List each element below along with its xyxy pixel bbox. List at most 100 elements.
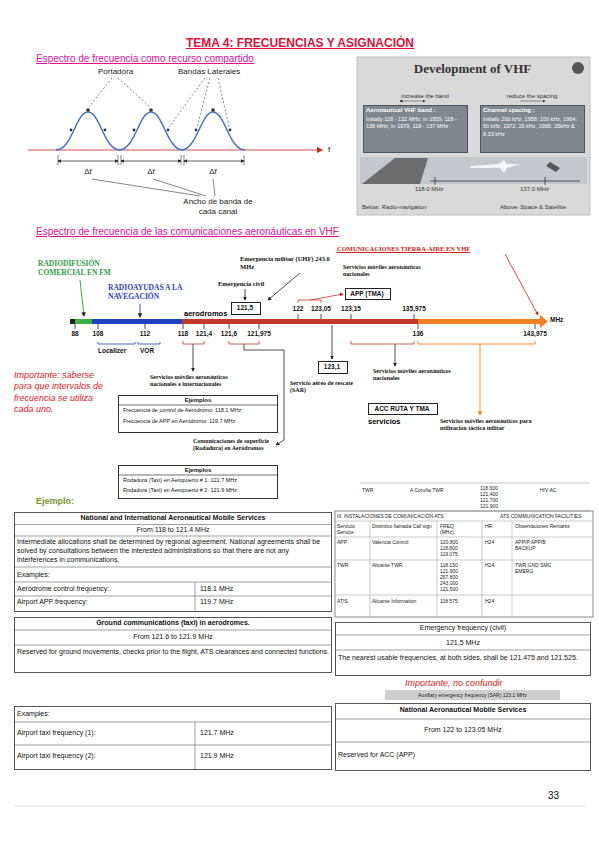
note-label: aerodromos bbox=[184, 309, 229, 318]
column-line bbox=[195, 722, 196, 770]
box-text: Rodadura (Taxi) en Aeropuerto # 1: 121.7… bbox=[123, 477, 275, 484]
table-cell: Alicante Information bbox=[372, 598, 432, 604]
box-text: From 122 to 123.05 MHz bbox=[337, 726, 589, 735]
table-cell: TWR GND SMC EMERG bbox=[515, 562, 555, 574]
box-text: Airport APP frequency: bbox=[17, 598, 187, 607]
tick bbox=[418, 324, 419, 329]
table-box: Emergency frequency (civil)121.5 MHzThe … bbox=[335, 622, 591, 676]
delta-f-arrow bbox=[58, 161, 118, 162]
box-heading: National Aeronautical Mobile Services bbox=[337, 706, 589, 714]
leader-line bbox=[213, 179, 215, 196]
callout-label: Servicios móviles aeronáuticos nacionale… bbox=[343, 264, 423, 278]
table-cell: H24 bbox=[485, 539, 505, 545]
tick bbox=[229, 324, 230, 329]
tick bbox=[535, 324, 536, 329]
frequency-box: 123,1 bbox=[318, 361, 348, 374]
row-line bbox=[335, 521, 593, 522]
frequency-label: Localizer bbox=[98, 347, 132, 355]
table-box: National Aeronautical Mobile ServicesFro… bbox=[335, 703, 591, 771]
panel-caption: reduce the spacing bbox=[492, 93, 572, 100]
table-box: National and International Aeronautical … bbox=[14, 512, 332, 612]
box-text: Examples: bbox=[17, 571, 217, 580]
grey-bar bbox=[385, 690, 560, 700]
channel-curve bbox=[119, 112, 183, 150]
frequency-label: 143,975 bbox=[520, 330, 550, 338]
important-note: Importante, no confundir bbox=[405, 678, 555, 689]
emergency-arrow bbox=[245, 289, 246, 300]
leader-line bbox=[197, 78, 210, 127]
satellite-icon bbox=[546, 162, 560, 172]
band-arrow bbox=[140, 304, 141, 317]
row-line bbox=[118, 475, 278, 476]
sideband-dot bbox=[70, 129, 73, 132]
figure-label: Δf bbox=[141, 167, 161, 177]
tick bbox=[545, 177, 546, 185]
box-text: Frecuencia de APP en Aeródromo: 119.7 MH… bbox=[123, 418, 275, 425]
band-arrow bbox=[80, 280, 84, 316]
leader-line bbox=[153, 179, 206, 196]
service-box: ACC RUTA Y TMA bbox=[368, 403, 438, 415]
frequency-label: 121,4 bbox=[193, 330, 215, 338]
panel-caption: 118.0 MHz bbox=[415, 186, 455, 193]
emergency-arrow bbox=[268, 273, 300, 300]
frequency-label: 121,975 bbox=[244, 330, 274, 338]
figure-label: Portadora bbox=[98, 67, 148, 77]
table-cell: Distintivo llamada Call sign bbox=[372, 523, 432, 529]
box-text: Airport taxi frequency (1): bbox=[17, 729, 187, 738]
box-heading: 121,5 bbox=[232, 304, 258, 312]
range-arrow bbox=[193, 344, 194, 371]
note-label: servicios bbox=[368, 417, 408, 426]
frequency-label: VOR bbox=[140, 347, 160, 355]
tick bbox=[435, 177, 436, 185]
tick bbox=[321, 314, 322, 319]
service-box: APP (TMA) bbox=[345, 288, 391, 300]
box-text: Reserved for ground movements, checks pr… bbox=[17, 648, 329, 657]
box-heading: Examples: bbox=[17, 710, 217, 719]
box-heading: Emergency frequency (civil) bbox=[337, 624, 589, 633]
callout-label: Servicios móviles aeronáuticos para util… bbox=[440, 418, 550, 432]
sideband-dot bbox=[104, 129, 107, 132]
vhf-panel: Development of VHF Aeronautical VHF band … bbox=[357, 57, 590, 215]
box-heading: Channel spacing : bbox=[483, 107, 583, 114]
column-line bbox=[195, 582, 196, 612]
aip-table-frame bbox=[335, 511, 593, 617]
carrier-dot bbox=[211, 108, 215, 112]
sideband-dot bbox=[167, 129, 170, 132]
tick bbox=[414, 314, 415, 319]
row-line bbox=[14, 582, 332, 583]
leader-line bbox=[118, 78, 150, 107]
row-line bbox=[335, 719, 591, 720]
important-note: Importante: saberse para que intervalos … bbox=[14, 370, 112, 415]
page-title: TEMA 4: FRECUENCIAS Y ASIGNACIÓN bbox=[150, 36, 450, 50]
frequency-label: 123,05 bbox=[308, 305, 334, 313]
box-heading: Development of VHF bbox=[359, 61, 586, 77]
panel-caption: increase the band bbox=[385, 93, 465, 100]
table-box: Examples:Airport taxi frequency (1):121.… bbox=[14, 706, 332, 770]
box-text: Intermediate allocations shall be determ… bbox=[17, 538, 329, 564]
info-box: Aeronautical VHF band :Initially 118 - 1… bbox=[363, 105, 468, 153]
table-cell: ATS COMMUNICATION FACILITIES bbox=[500, 513, 590, 519]
frequency-label: 135,975 bbox=[398, 305, 430, 313]
military-band bbox=[418, 319, 540, 324]
box-heading: APP (TMA) bbox=[346, 290, 388, 298]
box-heading: ACC RUTA Y TMA bbox=[369, 405, 435, 413]
row-line bbox=[14, 745, 332, 746]
frequency-label: MHz bbox=[550, 316, 580, 324]
frequency-label: 88 bbox=[68, 330, 82, 338]
tick bbox=[181, 155, 182, 165]
tick bbox=[351, 314, 352, 319]
box-text: Rodadura (Taxi) en Aeropuerto # 2: 121.9… bbox=[123, 487, 275, 494]
figure-label: f bbox=[328, 145, 338, 155]
runway bbox=[362, 158, 428, 184]
table-cell: H24 bbox=[485, 598, 505, 604]
carrier-dot bbox=[86, 108, 90, 112]
callout-label: Emergencia militar (UHF) 243.0 MHz bbox=[240, 255, 335, 271]
box-heading: Ground communications (taxi) in aerodrom… bbox=[16, 619, 330, 627]
callout-label: Servicio aéreo de rescate (SAR) bbox=[290, 380, 368, 394]
air-ground-band bbox=[182, 319, 418, 324]
tick bbox=[118, 155, 119, 165]
callout-label: Servicios móviles aeronáuticos nacionale… bbox=[150, 374, 250, 388]
row-line bbox=[14, 645, 332, 646]
range-bracket bbox=[229, 341, 259, 344]
